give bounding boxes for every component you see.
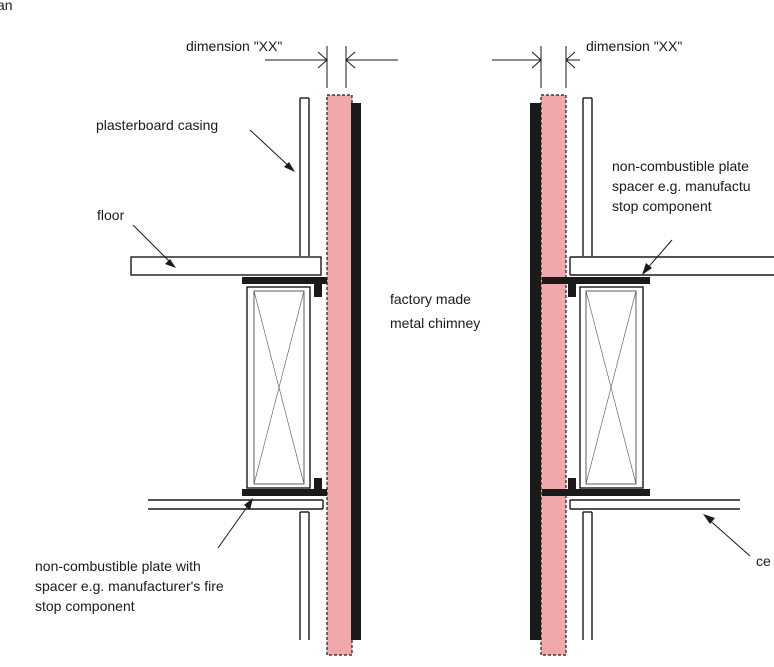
right-ceiling-boards (569, 499, 740, 510)
left-plate-arrow (217, 498, 253, 549)
ceiling-label-fragment: ce (756, 553, 771, 569)
dimension-label-left: dimension "XX" (186, 38, 282, 54)
floor-arrow (132, 224, 176, 268)
plasterboard-casing-label: plasterboard casing (96, 117, 218, 133)
left-plate-label-line-3: stop component (35, 598, 135, 614)
left-flue-liner (326, 94, 353, 656)
plasterboard-casing-arrow (249, 129, 295, 172)
right-dimension-marker (492, 46, 580, 88)
chimney-label-line-1: factory made (390, 291, 471, 307)
right-plate-label-line-2: spacer e.g. manufactu (612, 178, 751, 194)
corner-text-fragment: an (0, 0, 13, 13)
ceiling-arrow (703, 514, 751, 557)
left-chimney-wall (351, 103, 361, 640)
left-dimension-marker (265, 46, 398, 88)
left-firestop-plate-lower (242, 478, 349, 496)
right-upper-casing (582, 97, 593, 256)
chimney-label-line-2: metal chimney (390, 315, 480, 331)
left-plate-label-line-1: non-combustible plate with (35, 558, 201, 574)
left-floor-slab (130, 256, 322, 276)
right-firestop-plate-lower (542, 478, 650, 496)
right-flue-liner (540, 94, 567, 656)
right-joist (579, 286, 644, 489)
right-plate-label-line-1: non-combustible plate (612, 158, 749, 174)
left-ceiling-boards (148, 499, 324, 510)
right-plate-arrow (642, 239, 673, 275)
right-firestop-plate-upper (542, 277, 650, 297)
right-floor-slab (569, 256, 774, 276)
left-lower-casing (299, 511, 310, 640)
left-plate-label-line-2: spacer e.g. manufacturer's fire (35, 578, 224, 594)
right-chimney-wall (530, 103, 542, 640)
floor-label: floor (97, 207, 125, 223)
left-upper-casing (299, 97, 310, 256)
right-lower-casing (582, 511, 593, 640)
right-plate-label-line-3: stop component (612, 198, 712, 214)
left-firestop-plate-upper (242, 277, 349, 297)
dimension-label-right: dimension "XX" (586, 38, 682, 54)
left-joist (246, 286, 311, 489)
